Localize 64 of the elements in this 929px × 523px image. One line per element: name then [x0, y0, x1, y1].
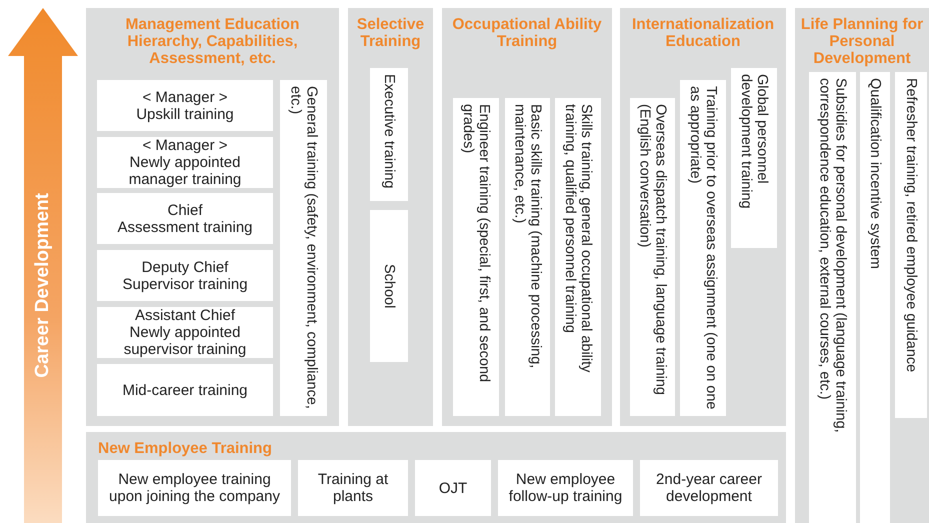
- training-box: [97, 364, 273, 416]
- category-panel: [348, 8, 433, 426]
- training-label: 2nd-year career development: [655, 471, 763, 505]
- training-label: Engineer training (special, first, and second grades): [460, 104, 492, 384]
- training-label: Basic skills training (machine processing, maintenance, etc.): [512, 104, 544, 370]
- training-label: Newly appointed manager training: [128, 154, 242, 188]
- training-label: New employee follow-up training: [508, 471, 624, 505]
- training-box: [640, 460, 778, 516]
- training-label: General training (safety, environment, compliance, etc.): [288, 86, 320, 410]
- training-label: Overseas dispatch training, language training (English conversation): [636, 104, 668, 397]
- panel-title: Management Education Hierarchy, Capabilities, Assessment, etc.: [124, 16, 300, 67]
- panel-title: Life Planning for Personal Development: [800, 16, 924, 67]
- training-box: [97, 307, 273, 358]
- training-label: Refresher training, retired employee guidance: [903, 78, 919, 372]
- training-label: New employee training upon joining the company: [108, 471, 281, 505]
- training-label: Qualification incentive system: [867, 78, 883, 269]
- training-box: [895, 72, 927, 418]
- training-box: [860, 72, 890, 523]
- training-box: [97, 193, 273, 244]
- training-box: [97, 250, 273, 301]
- training-label: Subsidies for personal development (language training, correspondence education, external courses, etc.): [816, 78, 848, 435]
- category-panel: [795, 8, 929, 523]
- training-label: School: [381, 264, 397, 308]
- panel-title: Internationalization Education: [630, 16, 776, 50]
- training-label: Deputy Chief: [142, 258, 228, 276]
- training-box: [555, 98, 601, 416]
- training-label: Training prior to overseas assignment (one on one as appropriate): [687, 86, 719, 410]
- training-box: [731, 68, 777, 248]
- training-box: [630, 98, 675, 416]
- training-label: Newly appointed supervisor training: [122, 324, 248, 358]
- training-label: Mid-career training: [122, 382, 248, 398]
- training-box: [98, 460, 291, 516]
- training-box: [280, 80, 327, 416]
- category-panel: [620, 8, 786, 426]
- training-label: Chief: [167, 202, 203, 218]
- training-label: Executive training: [381, 74, 397, 188]
- training-box: [505, 98, 550, 416]
- career-arrow: [8, 8, 78, 523]
- training-box: [680, 80, 726, 416]
- panel-title: Selective Training: [356, 16, 426, 50]
- training-box: [370, 210, 408, 362]
- training-box: [809, 72, 856, 523]
- training-box: [498, 460, 633, 516]
- training-box: [370, 68, 408, 201]
- training-box: [415, 460, 491, 516]
- training-label: Global personnel development training: [738, 74, 770, 211]
- training-label: OJT: [438, 480, 468, 496]
- training-label: Assessment training: [117, 218, 253, 236]
- training-label: < Manager >: [142, 88, 228, 106]
- training-box: [298, 460, 408, 516]
- training-label: Supervisor training: [122, 276, 248, 292]
- training-label: Upskill training: [136, 106, 234, 122]
- training-label: < Manager >: [142, 137, 228, 154]
- training-label: Training at plants: [316, 471, 390, 505]
- arrow-label: Career Development: [30, 193, 54, 378]
- training-box: [97, 80, 273, 131]
- panel-title: New Employee Training: [98, 440, 272, 457]
- category-panel: [86, 432, 786, 523]
- training-box: [97, 137, 273, 188]
- panel-title: Occupational Ability Training: [451, 16, 603, 50]
- category-panel: [442, 8, 612, 426]
- category-panel: [86, 8, 339, 426]
- training-box: [453, 98, 499, 416]
- training-label: Assistant Chief: [134, 307, 236, 324]
